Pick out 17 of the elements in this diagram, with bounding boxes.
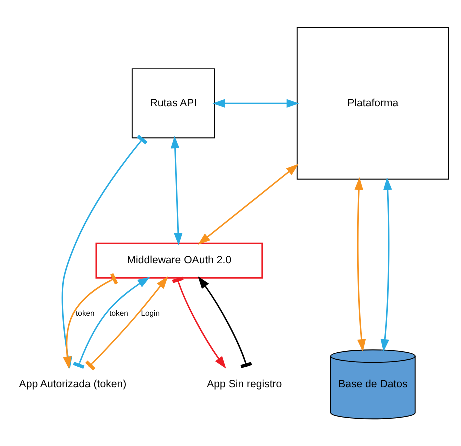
arrow [170, 136, 183, 246]
edge-label: token [76, 308, 95, 318]
node-box: Plataforma [296, 26, 450, 180]
arrow [172, 276, 226, 368]
node-text: App Autorizada (token) [19, 378, 127, 390]
arrow [354, 177, 366, 352]
arrow [198, 276, 252, 368]
edge-label: Login [141, 308, 160, 318]
arrow [73, 276, 150, 368]
arrow [198, 164, 299, 244]
node-box: Rutas API [132, 68, 216, 138]
node-text: App Sin registro [207, 378, 282, 390]
arrow [85, 276, 168, 370]
edge-label: token [110, 308, 128, 318]
arrow [380, 177, 392, 352]
arrow [212, 98, 300, 108]
node-box: Middleware OAuth 2.0 [96, 242, 264, 278]
